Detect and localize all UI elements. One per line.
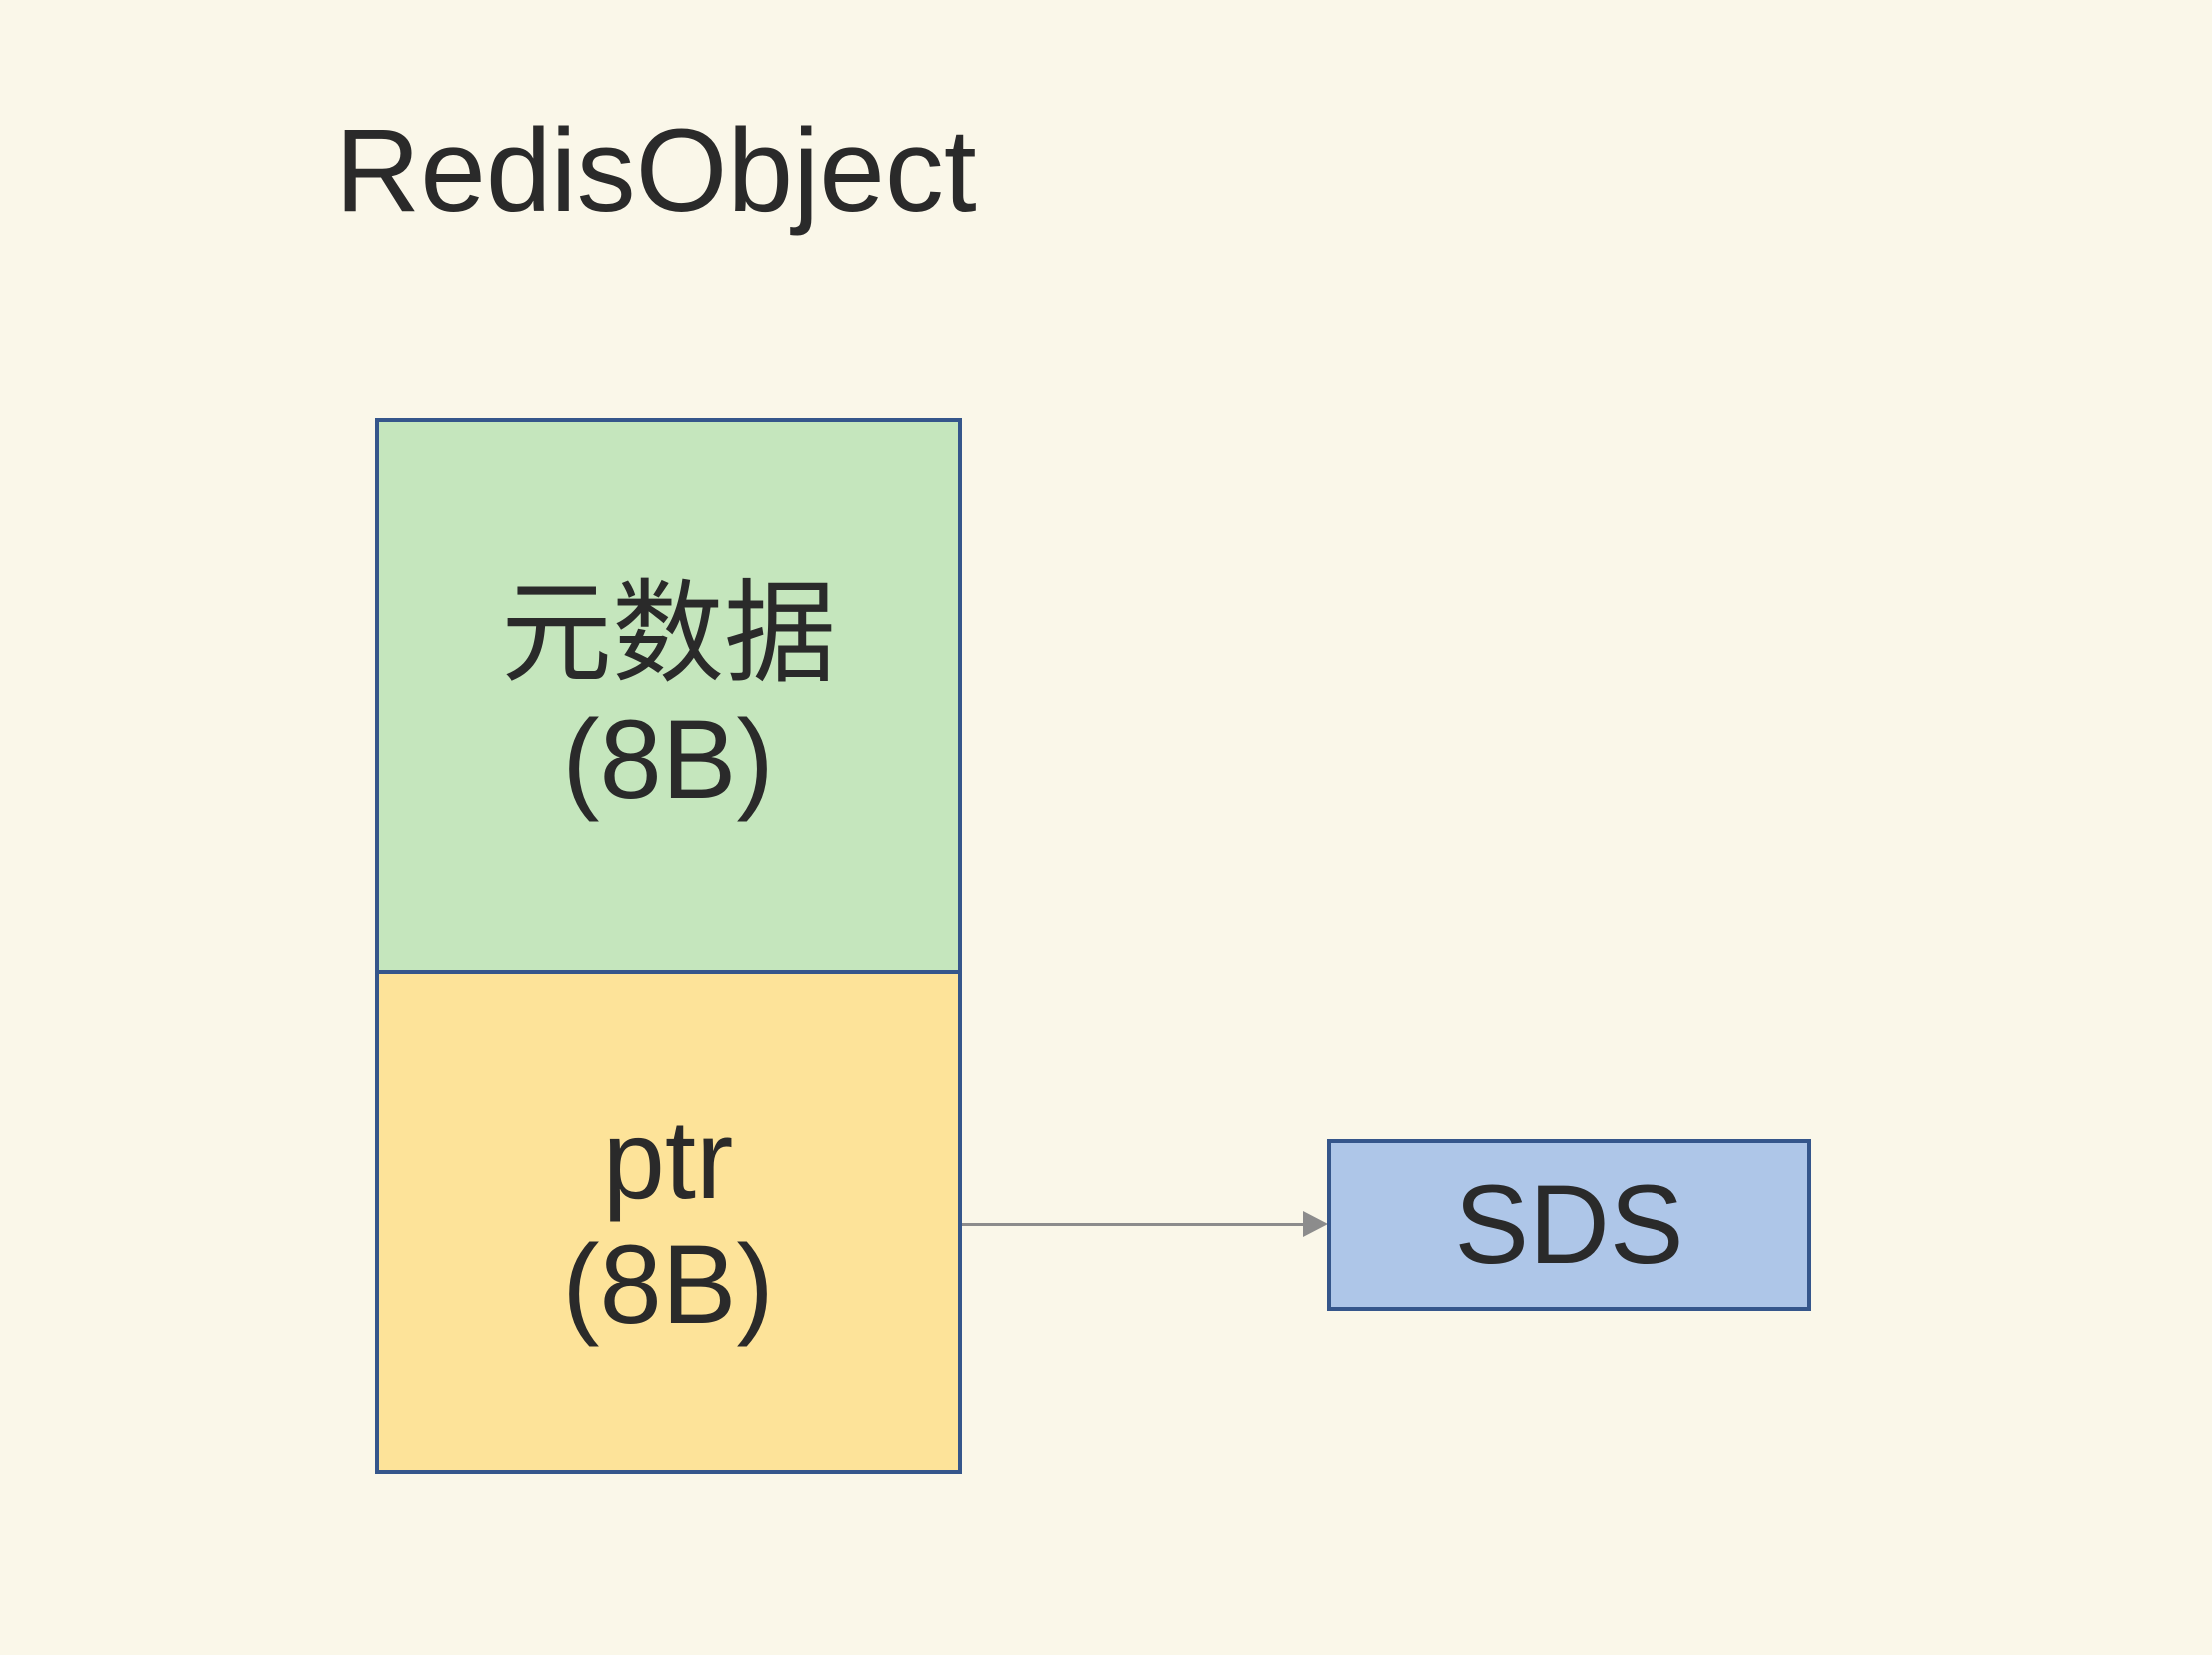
ptr-size: (8B) (562, 1222, 774, 1347)
redis-object-box: 元数据 (8B) ptr (8B) (375, 418, 962, 1474)
metadata-label: 元数据 (501, 571, 836, 697)
ptr-label: ptr (602, 1096, 734, 1222)
page-title: RedisObject (335, 105, 977, 237)
ptr-to-sds-arrow-line (962, 1223, 1303, 1226)
metadata-size: (8B) (562, 696, 774, 822)
sds-label: SDS (1454, 1162, 1684, 1287)
sds-box: SDS (1327, 1139, 1811, 1311)
metadata-cell: 元数据 (8B) (379, 422, 958, 974)
ptr-cell: ptr (8B) (379, 974, 958, 1470)
ptr-to-sds-arrowhead-icon (1303, 1211, 1328, 1237)
